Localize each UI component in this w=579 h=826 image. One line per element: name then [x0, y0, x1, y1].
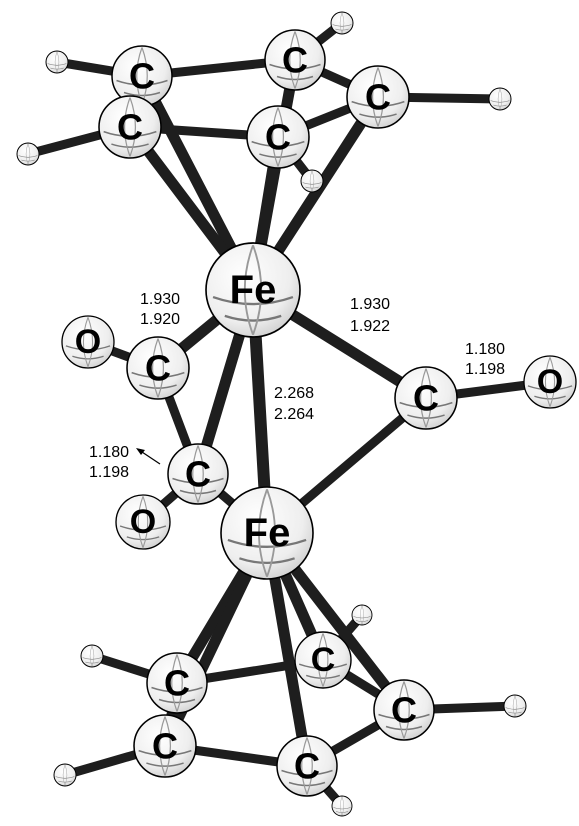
dist-fe-c-right-2: 1.922 — [350, 318, 390, 335]
oxygen-atom: O — [523, 355, 577, 409]
carbon-label: C — [365, 77, 391, 118]
oxygen-atom: O — [115, 494, 171, 550]
carbon-label: C — [129, 56, 155, 97]
hydrogen-atom — [80, 644, 104, 668]
hydrogen-atom — [351, 604, 373, 626]
distance-labels: 1.930 1.920 1.930 1.922 1.180 1.198 2.26… — [89, 291, 505, 481]
oxygen-label: O — [75, 323, 101, 361]
carbon-label: C — [413, 378, 439, 419]
carbon-atom: C — [294, 631, 352, 689]
dist-c-o-right-2: 1.198 — [465, 361, 505, 378]
oxygen-atom: O — [61, 315, 115, 369]
carbon-label: C — [117, 107, 143, 148]
carbon-atom: C — [373, 679, 435, 741]
dist-c-o-left-1: 1.180 — [89, 444, 129, 461]
dist-fe-fe-1: 2.268 — [274, 385, 314, 402]
dist-fe-c-left-2: 1.920 — [140, 311, 180, 328]
carbon-label: C — [185, 454, 211, 495]
dist-fe-c-right-1: 1.930 — [350, 296, 390, 313]
carbon-label: C — [164, 663, 190, 704]
carbon-label: C — [145, 348, 171, 389]
carbon-atom: C — [133, 714, 197, 778]
carbon-atom: C — [167, 443, 229, 505]
carbon-atom: C — [346, 65, 410, 129]
dist-c-o-right-1: 1.180 — [465, 341, 505, 358]
iron-label: Fe — [230, 268, 277, 312]
dist-fe-fe-2: 2.264 — [274, 406, 314, 423]
dist-c-o-left-2: 1.198 — [89, 464, 129, 481]
carbon-atom: C — [126, 336, 190, 400]
oxygen-label: O — [537, 363, 563, 401]
carbon-label: C — [152, 726, 178, 767]
hydrogen-atom — [331, 795, 353, 817]
hydrogen-atom — [503, 694, 527, 718]
pointer-arrow — [136, 448, 161, 465]
hydrogen-atom — [330, 11, 354, 35]
hydrogen-atom — [53, 763, 77, 787]
iron-label: Fe — [244, 511, 291, 555]
hydrogen-atom — [300, 169, 324, 193]
oxygen-label: O — [130, 503, 156, 541]
carbon-label: C — [391, 690, 417, 731]
carbon-atom: C — [264, 29, 326, 91]
iron-atom-top: Fe — [205, 242, 301, 338]
atoms: C C C C C O O O — [61, 29, 577, 797]
iron-atom-bottom: Fe — [220, 486, 314, 580]
hydrogen-atom — [16, 142, 40, 166]
carbon-atom: C — [246, 105, 310, 169]
carbon-label: C — [282, 40, 308, 81]
carbon-atom: C — [146, 652, 208, 714]
carbon-atom: C — [276, 735, 338, 797]
carbon-label: C — [294, 746, 320, 787]
carbon-atom: C — [98, 95, 162, 159]
hydrogen-atom — [45, 50, 69, 74]
dist-fe-c-left-1: 1.930 — [140, 291, 180, 308]
carbon-atom: C — [394, 366, 458, 430]
carbon-atom: C — [111, 45, 173, 107]
carbon-label: C — [311, 641, 336, 679]
hydrogen-atom — [488, 87, 512, 111]
carbon-label: C — [265, 117, 291, 158]
hydrogens — [16, 11, 527, 817]
